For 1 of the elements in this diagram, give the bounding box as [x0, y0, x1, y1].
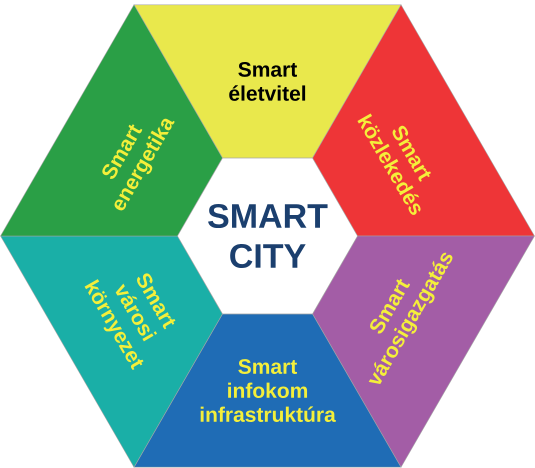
center-hexagon: SMART CITY: [177, 158, 358, 314]
